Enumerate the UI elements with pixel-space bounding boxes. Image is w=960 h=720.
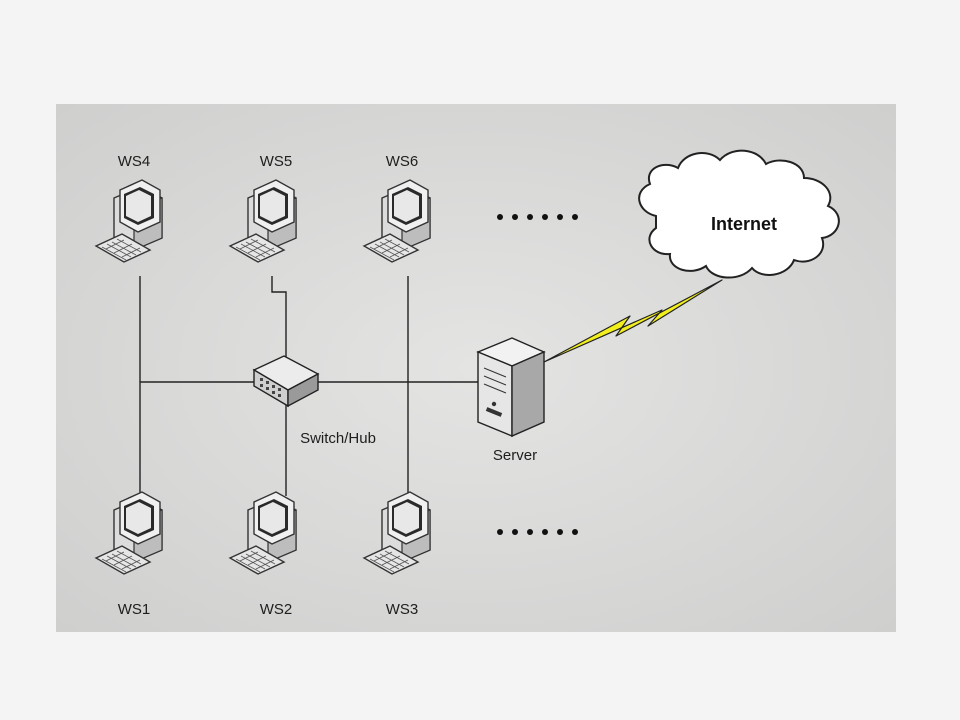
internet-cloud: Internet bbox=[638, 149, 840, 279]
server: Server bbox=[476, 337, 546, 464]
workstation-ws5: WS5 bbox=[229, 153, 297, 263]
switch-label: Switch/Hub bbox=[300, 430, 376, 447]
workstation-ws4: WS4 bbox=[95, 153, 163, 263]
workstation-ws2: WS2 bbox=[229, 491, 297, 618]
network-diagram: WS4 WS5 WS6 WS1 WS2 WS3 bbox=[56, 104, 896, 632]
ws2-label: WS2 bbox=[260, 601, 293, 618]
workstation-ws1: WS1 bbox=[95, 491, 163, 618]
server-label: Server bbox=[493, 447, 537, 464]
switch-hub-icon bbox=[252, 355, 320, 408]
ws6-label: WS6 bbox=[386, 153, 419, 170]
ellipsis-dots-icon bbox=[497, 529, 578, 535]
switch-hub: Switch/Hub bbox=[252, 355, 376, 447]
server-icon bbox=[476, 337, 546, 438]
lightning-link-icon bbox=[543, 279, 723, 363]
workstation-ws6: WS6 bbox=[363, 153, 431, 263]
ws3-label: WS3 bbox=[386, 601, 419, 618]
ws5-switch-link bbox=[271, 276, 287, 366]
ws5-label: WS5 bbox=[260, 153, 293, 170]
cloud-icon bbox=[638, 149, 840, 279]
ws1-label: WS1 bbox=[118, 601, 151, 618]
workstation-ws3: WS3 bbox=[363, 491, 431, 618]
internet-label: Internet bbox=[711, 214, 777, 234]
ellipsis-dots-icon bbox=[497, 214, 578, 220]
ws4-label: WS4 bbox=[118, 153, 151, 170]
